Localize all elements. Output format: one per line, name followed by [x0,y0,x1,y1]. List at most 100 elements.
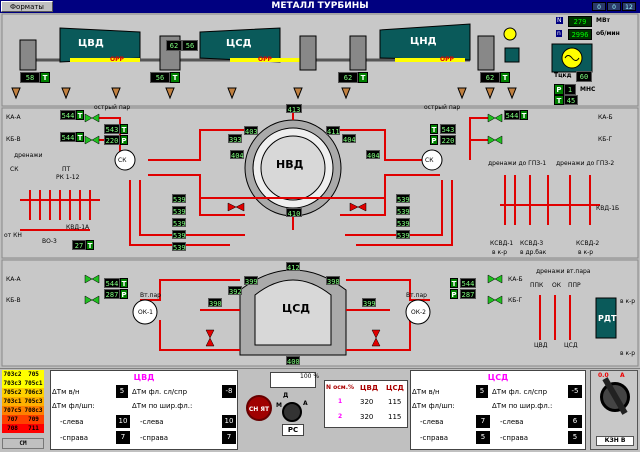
legend-cell[interactable]: 707с5 [2,406,23,415]
ok-label: ОК [552,282,561,289]
ip-delta-table: ЦСД [410,370,586,450]
rdt-label: РДТ [598,314,617,323]
legend-footer[interactable]: СМ [2,438,44,449]
snyat-button[interactable]: СН ЯТ [246,395,272,421]
window-title: МЕТАЛЛ ТУРБИНЫ [271,1,369,11]
ip-tm-vn-val: 5 [476,385,488,398]
mode-d: Д [283,392,289,399]
n-label-2: n [556,30,562,37]
legend-cell[interactable]: 703с1 [2,397,23,406]
hvd-label: НВД [276,158,304,171]
corner-indicator-1[interactable]: 0 [592,2,606,11]
gauge-pct: 100 % [300,373,320,380]
hp-sprava-val-2: 7 [222,431,236,444]
hp-tm-shir-label: ΔТм по шир.фл.: [132,402,193,410]
hp-readout-539i: 539 [396,230,410,240]
ip-readout-3: 544 [460,278,476,288]
kb-v-hp: КБ-В [6,136,21,143]
ip-readout-392: 392 [228,286,242,296]
hp-readout-393: 393 [228,134,242,144]
t-badge-4: T [500,72,510,83]
ppk-label: ППК [530,282,544,289]
ip-sleva-2: -слева [500,418,524,426]
legend-cell[interactable]: 703с2 [2,370,23,379]
hp-t-1: T [76,110,84,120]
sk-label: СК [10,166,19,173]
hp-table-title: ЦВД [133,373,155,382]
legend-cell[interactable]: 705с1 [23,379,44,388]
kzn-knob-label-1: 0.0 [598,372,609,379]
rdt-vkr-1: в к-р [620,298,636,305]
vt-par-right: Вт.пар [406,292,427,299]
ip-t-2: T [450,278,458,288]
szd-label: ЦВД [534,342,548,349]
pc-label: РС [282,424,304,436]
ka-a-ip: КА-А [6,276,21,283]
legend-cell[interactable]: 705с2 [2,388,23,397]
vt-par-left: Вт.пар [140,292,161,299]
hp-readout-5: 543 [440,124,456,134]
hp-sprava-val-1: 7 [116,431,130,444]
hp-readout-403: 403 [244,126,258,136]
hp-sleva-2: -слева [140,418,164,426]
legend-cell[interactable]: 705 [23,370,44,379]
hp-readout-539d: 539 [172,230,186,240]
mode-selector-knob[interactable] [282,402,302,422]
hp-t-5: T [520,110,528,120]
t-badge-2: T [170,72,180,83]
top-readout-1: 58 [20,72,40,83]
kb-g-ip: КБ-Г [508,297,523,304]
hp-readout-top: 413 [286,104,302,114]
ip-tm-fl-val: -5 [568,385,582,398]
tzcd-readout: 60 [576,71,592,82]
mns-label: МНС [580,86,596,93]
kzn-label: КЗН В [596,436,634,446]
nosm-table [324,380,408,428]
nosm-row2-ip: 115 [388,413,402,421]
legend-cell[interactable]: 708с3 [23,406,44,415]
legend-cell[interactable]: 707 [2,415,23,424]
t-badge-top2: T [554,95,564,105]
corner-indicator-2[interactable]: 0 [607,2,621,11]
hp-readout-539a: 539 [172,194,186,204]
t-badge-3: T [358,72,368,83]
top-readout-5: 62 [338,72,358,83]
hp-t-6: T [86,240,94,250]
legend: 703с2 705 703с3 705с1 705с2 706с3 703с1 … [2,370,44,450]
corner-indicator-3[interactable]: 12 [622,2,636,11]
legend-cell[interactable]: 709 [23,415,44,424]
legend-cell[interactable]: 708 [2,424,23,433]
hp-tm-vn-val: 5 [116,385,128,398]
ip-readout-2: 287 [104,289,120,299]
ip-sleva-val-2: 6 [568,415,582,428]
level-gauge [270,372,316,388]
legend-cell[interactable]: 706с3 [23,388,44,397]
ip-label: ЦСД [226,38,252,49]
nosm-header-2: ЦСД [386,384,404,392]
power-unit: МВт [596,17,611,24]
ot-kn-label: от КН [4,232,22,239]
hp-readout-7: 544 [504,110,520,120]
ka-b-ip: КА-Б [508,276,523,283]
hp-tm-fl-val: -8 [222,385,236,398]
nosm-header-1: ЦВД [360,384,379,392]
hp-sprava-1: -справа [60,434,89,442]
ip-tm-shir-label: ΔТм по шир.фл.: [492,402,553,410]
vdrbak-label: в др.бак [520,249,547,256]
top-t-readout: 45 [564,95,578,105]
ip-sleva-1: -слева [420,418,444,426]
legend-cell[interactable]: 711 [23,424,44,433]
legend-cell[interactable]: 703с3 [2,379,23,388]
n-label: N [556,17,563,24]
mode-a: А [303,400,308,407]
hp-tm-vn-label: ΔТм в/н [52,388,80,396]
schematic [1,13,639,367]
opp-label-3: ОРР [440,56,454,63]
rdt-vkr-2: в к-р [620,350,636,357]
legend-cell[interactable]: 705с3 [23,397,44,406]
formats-button[interactable]: Форматы [1,1,53,12]
kb-g-hp: КБ-Г [598,136,613,143]
hp-readout-404b: 404 [230,150,244,160]
ip-tm-vn-label: ΔТм в/н [412,388,440,396]
ip-readout-1: 544 [104,278,120,288]
